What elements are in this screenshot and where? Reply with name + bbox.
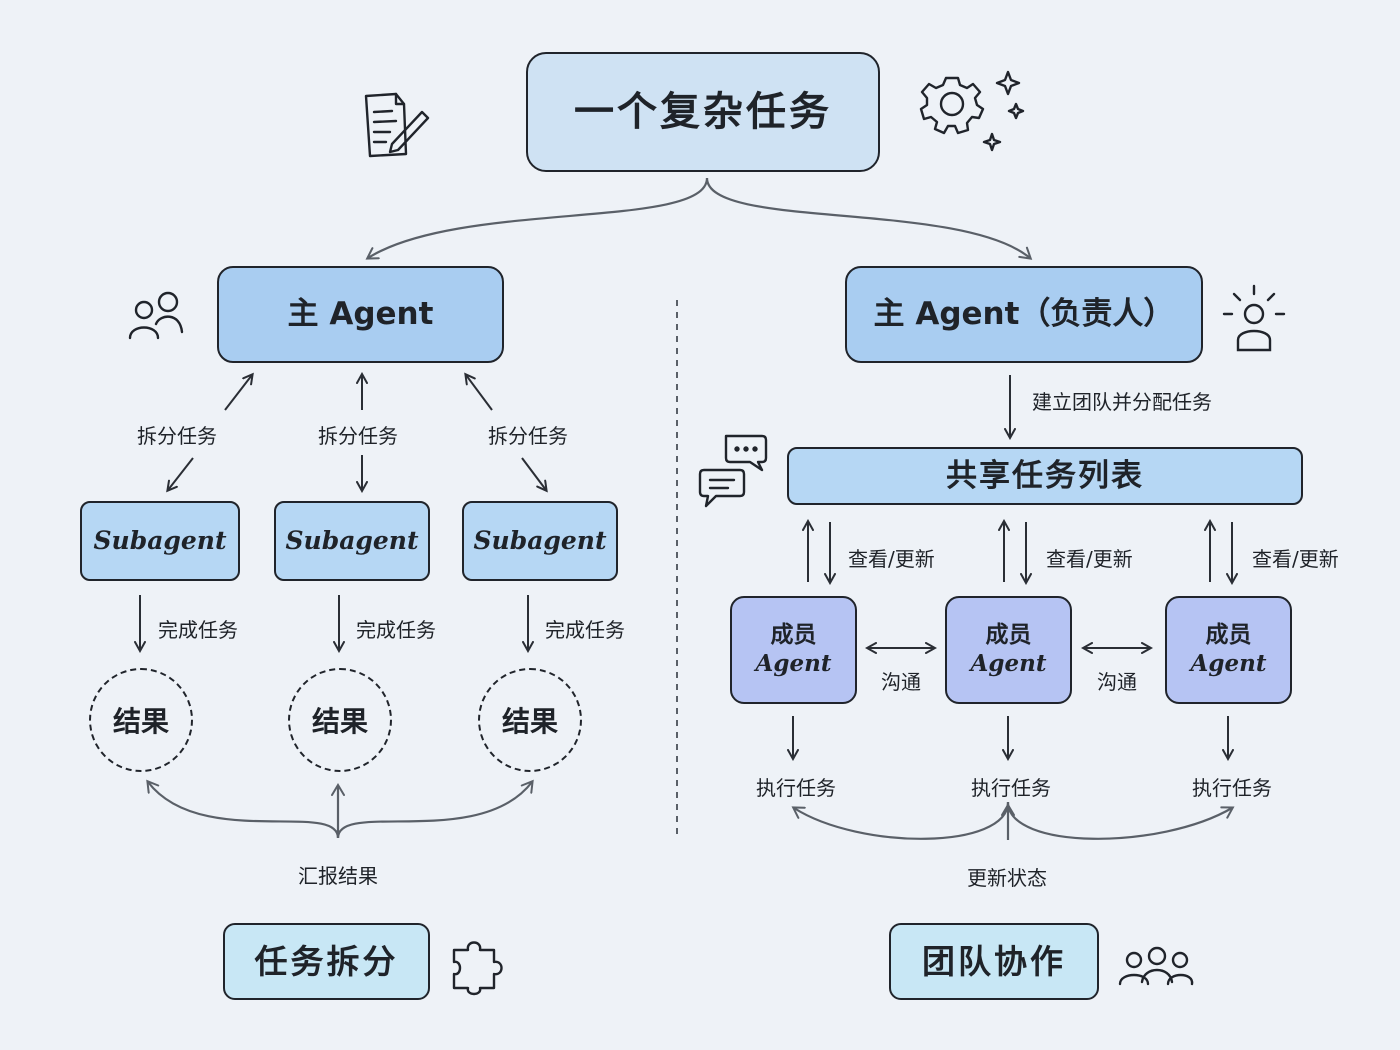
split-task-label-3: 拆分任务 bbox=[488, 424, 568, 448]
communicate-label-1: 沟通 bbox=[881, 670, 921, 694]
member-agent-box-1: 成员 Agent bbox=[730, 596, 857, 704]
top-to-right-arrow bbox=[705, 177, 1033, 260]
member-agent-line1: 成员 bbox=[1205, 622, 1252, 649]
member-agent-box-3: 成员 Agent bbox=[1165, 596, 1292, 704]
complete-task-label-2: 完成任务 bbox=[356, 618, 436, 642]
subagent-box-3: Subagent bbox=[462, 501, 618, 581]
left-split-arrows bbox=[168, 375, 546, 490]
result-circle-2: 结果 bbox=[288, 668, 392, 772]
document-pen-icon bbox=[364, 92, 430, 158]
split-task-label-2: 拆分任务 bbox=[318, 424, 398, 448]
build-team-label: 建立团队并分配任务 bbox=[1032, 390, 1212, 414]
view-update-label-3: 查看/更新 bbox=[1252, 547, 1339, 571]
execute-task-label-2: 执行任务 bbox=[971, 776, 1051, 800]
execute-task-label-3: 执行任务 bbox=[1192, 776, 1272, 800]
result-circle-3: 结果 bbox=[478, 668, 582, 772]
left-complete-arrows bbox=[140, 595, 528, 650]
communicate-label-2: 沟通 bbox=[1097, 670, 1137, 694]
main-agent-box-left: 主 Agent bbox=[217, 266, 504, 363]
member-agent-line1: 成员 bbox=[985, 622, 1032, 649]
view-update-label-1: 查看/更新 bbox=[848, 547, 935, 571]
member-agent-line2: Agent bbox=[970, 650, 1047, 677]
shared-task-list-box: 共享任务列表 bbox=[787, 447, 1303, 505]
chat-bubbles-icon bbox=[698, 434, 768, 508]
complete-task-label-1: 完成任务 bbox=[158, 618, 238, 642]
member-agent-box-2: 成员 Agent bbox=[945, 596, 1072, 704]
member-agent-line2: Agent bbox=[1190, 650, 1267, 677]
execute-task-label-1: 执行任务 bbox=[756, 776, 836, 800]
main-agent-box-right: 主 Agent（负责人） bbox=[845, 266, 1203, 363]
member-agent-line1: 成员 bbox=[770, 622, 817, 649]
update-status-arcs bbox=[791, 801, 1235, 840]
team-collaboration-label-box: 团队协作 bbox=[889, 923, 1099, 1000]
left-report-arcs bbox=[146, 779, 534, 839]
member-agent-line2: Agent bbox=[755, 650, 832, 677]
lightbulb-person-icon bbox=[1222, 284, 1286, 352]
team-icon bbox=[1118, 946, 1194, 986]
task-split-label-box: 任务拆分 bbox=[223, 923, 430, 1000]
puzzle-icon bbox=[452, 941, 503, 996]
complex-task-box: 一个复杂任务 bbox=[526, 52, 880, 172]
top-to-left-arrow bbox=[365, 177, 709, 260]
split-task-label-1: 拆分任务 bbox=[137, 424, 217, 448]
gear-sparkle-icon bbox=[919, 70, 1025, 152]
view-update-label-2: 查看/更新 bbox=[1046, 547, 1133, 571]
subagent-box-2: Subagent bbox=[274, 501, 430, 581]
users-icon bbox=[128, 291, 184, 340]
complete-task-label-3: 完成任务 bbox=[545, 618, 625, 642]
subagent-box-1: Subagent bbox=[80, 501, 240, 581]
report-result-label: 汇报结果 bbox=[298, 864, 378, 888]
update-status-label: 更新状态 bbox=[967, 866, 1047, 890]
execute-arrows bbox=[793, 716, 1228, 758]
view-update-arrows bbox=[808, 522, 1232, 582]
result-circle-1: 结果 bbox=[89, 668, 193, 772]
